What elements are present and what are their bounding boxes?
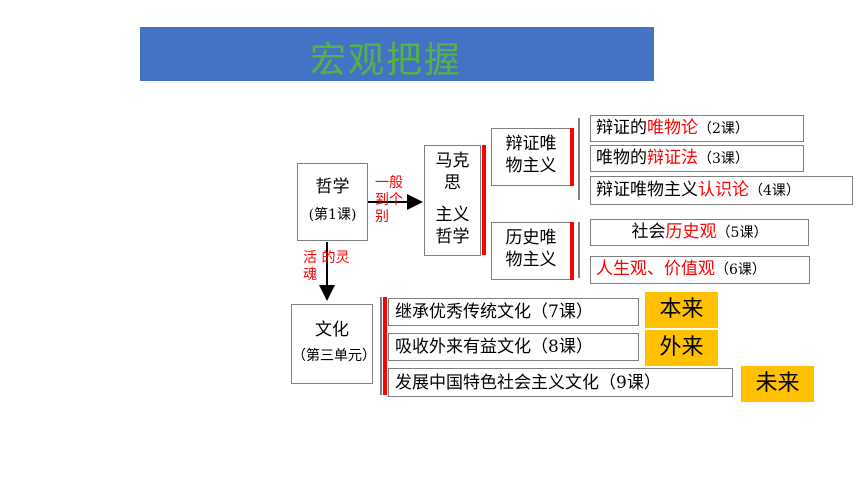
title-bar: 宏观把握: [140, 27, 654, 81]
living-soul-note: 活 的灵 魂: [303, 250, 350, 283]
historical-materialism-box: 历史唯 物主义: [491, 222, 571, 280]
marxism-bracket: [482, 145, 486, 255]
marxism-box: 马克 思 主义 哲学: [424, 145, 481, 256]
dm-item-1: 辩证的唯物论（2课）: [590, 115, 804, 142]
dm-item-3: 辩证唯物主义认识论（4课）: [590, 176, 853, 205]
historical-bracket: [570, 222, 574, 280]
culture-item-2: 吸收外来有益文化（8课）: [388, 333, 639, 361]
page-title: 宏观把握: [310, 40, 463, 81]
tag-foreign: 外来: [645, 330, 718, 366]
dialectical-materialism-box: 辩证唯 物主义: [491, 128, 571, 186]
dm-item-2: 唯物的辩证法（3课）: [590, 145, 804, 172]
hm-item-1: 社会历史观（5课）: [590, 219, 809, 246]
dialectical-bracket: [570, 128, 574, 186]
philosophy-box: 哲学 (第1课): [297, 163, 368, 241]
tag-origin: 本来: [645, 292, 718, 328]
culture-label: 文化: [315, 320, 349, 340]
hm-item-2: 人生观、价值观（6课）: [590, 256, 810, 284]
culture-box: 文化 （第三单元）: [291, 304, 376, 384]
culture-bracket: [383, 297, 387, 395]
philosophy-label: 哲学: [315, 177, 350, 197]
general-to-specific-note: 一般 到个 别: [375, 175, 403, 225]
tag-future: 未来: [741, 366, 814, 402]
culture-unit: （第三单元）: [292, 348, 376, 364]
culture-item-3: 发展中国特色社会主义文化（9课）: [388, 368, 733, 397]
philosophy-lesson: (第1课): [308, 207, 357, 223]
culture-item-1: 继承优秀传统文化（7课）: [388, 298, 639, 326]
